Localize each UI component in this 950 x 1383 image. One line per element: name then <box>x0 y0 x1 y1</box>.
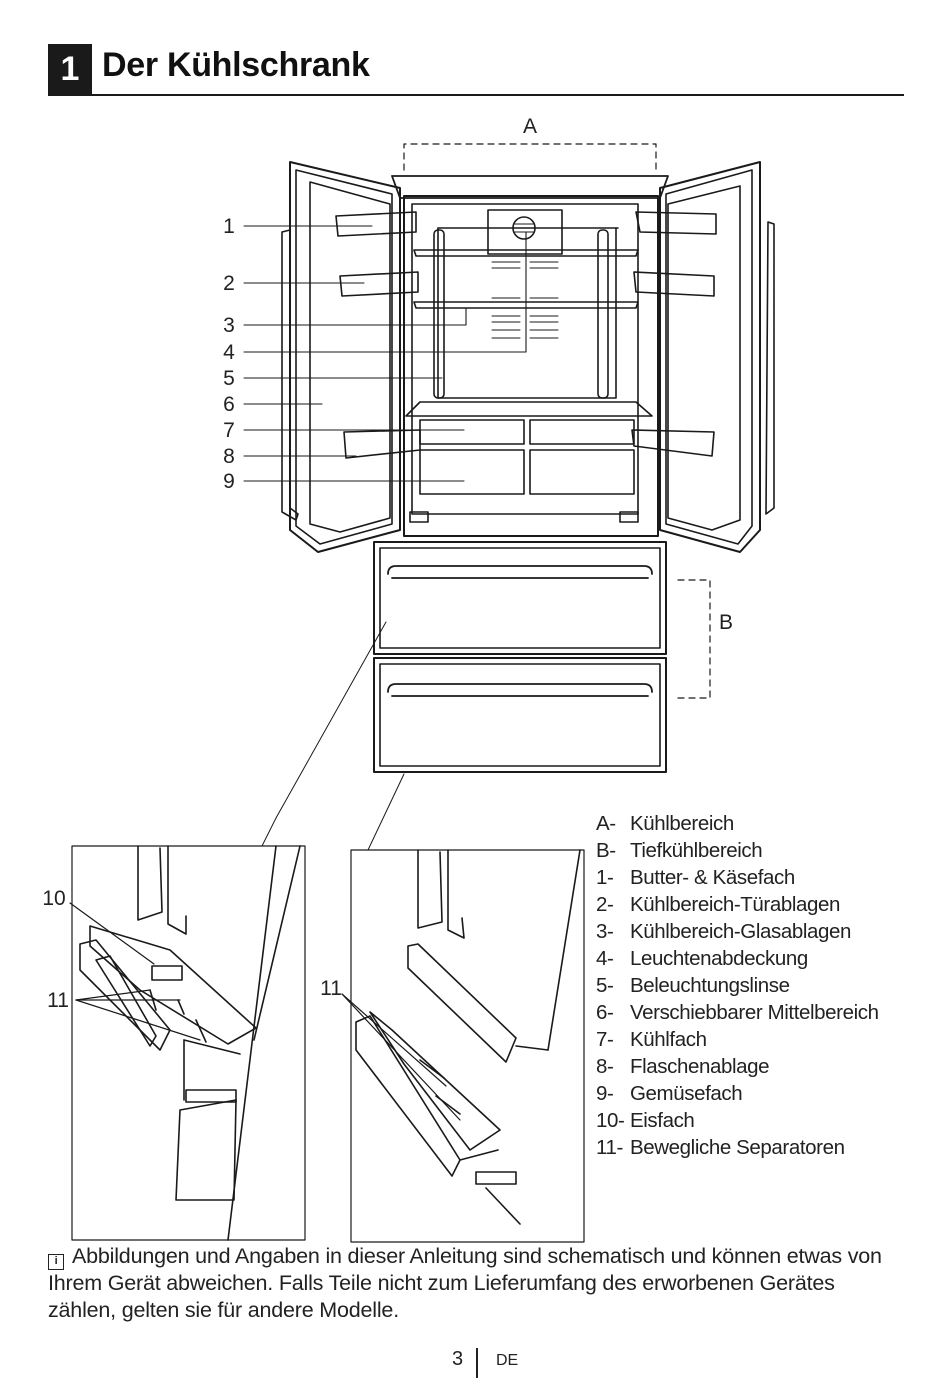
legend-item: 2-Kühlbereich-Türablagen <box>596 893 841 916</box>
legend-item: 10-Eisfach <box>596 1109 695 1132</box>
legend-item: 3-Kühlbereich-Glasablagen <box>596 920 852 943</box>
legend-item: B-Tiefkühlbereich <box>596 839 763 862</box>
callout-11-right: 11 <box>320 977 342 1000</box>
left-door <box>281 161 421 553</box>
legend-item: 11-Bewegliche Separatoren <box>596 1136 845 1159</box>
callout-5: 5 <box>223 367 235 390</box>
chapter-number: 1 <box>48 44 92 94</box>
right-door <box>631 161 775 553</box>
legend-item: A-Kühlbereich <box>596 812 734 835</box>
legend-item: 9-Gemüsefach <box>596 1082 743 1105</box>
detail-left-leaders <box>69 902 201 1041</box>
page-footer: 3 DE <box>0 1348 950 1378</box>
leader-lines <box>243 225 527 482</box>
zoom-connectors <box>261 621 405 851</box>
language-code: DE <box>496 1352 519 1369</box>
info-icon: i <box>48 1254 64 1270</box>
callout-6: 6 <box>223 393 235 416</box>
legend-item: 5-Beleuchtungslinse <box>596 974 790 997</box>
legend-item: 6-Verschiebbarer Mittelbereich <box>596 1001 879 1024</box>
callout-9: 9 <box>223 470 235 493</box>
callout-11-left: 11 <box>47 989 69 1012</box>
page-title: Der Kühlschrank <box>102 46 370 84</box>
bracket-b <box>677 579 711 699</box>
fridge-cabinet <box>391 175 669 537</box>
legend-item: 4-Leuchtenabdeckung <box>596 947 808 970</box>
label-b: B <box>719 611 733 634</box>
detail-right-leaders <box>341 993 461 1121</box>
legend-item: 1-Butter- & Käsefach <box>596 866 795 889</box>
callout-3: 3 <box>223 314 235 337</box>
label-a: A <box>523 115 537 138</box>
callout-2: 2 <box>223 272 235 295</box>
callout-10: 10 <box>42 887 65 910</box>
freezer-drawers <box>373 541 667 773</box>
section-header: 1 Der Kühlschrank <box>48 44 904 96</box>
legend-item: 7-Kühlfach <box>596 1028 707 1051</box>
footer-divider <box>476 1348 478 1378</box>
page-number: 3 <box>452 1348 464 1370</box>
callout-1: 1 <box>223 215 235 238</box>
detail-right <box>350 849 585 1243</box>
parts-legend: A-Kühlbereich B-Tiefkühlbereich 1-Butter… <box>596 810 879 1161</box>
callout-7: 7 <box>223 419 235 442</box>
callout-8: 8 <box>223 445 235 468</box>
callout-4: 4 <box>223 341 235 364</box>
bracket-a <box>403 143 657 171</box>
detail-left <box>71 845 306 1241</box>
note-text: Abbildungen und Angaben in dieser Anleit… <box>48 1244 882 1322</box>
legend-item: 8-Flaschenablage <box>596 1055 770 1078</box>
